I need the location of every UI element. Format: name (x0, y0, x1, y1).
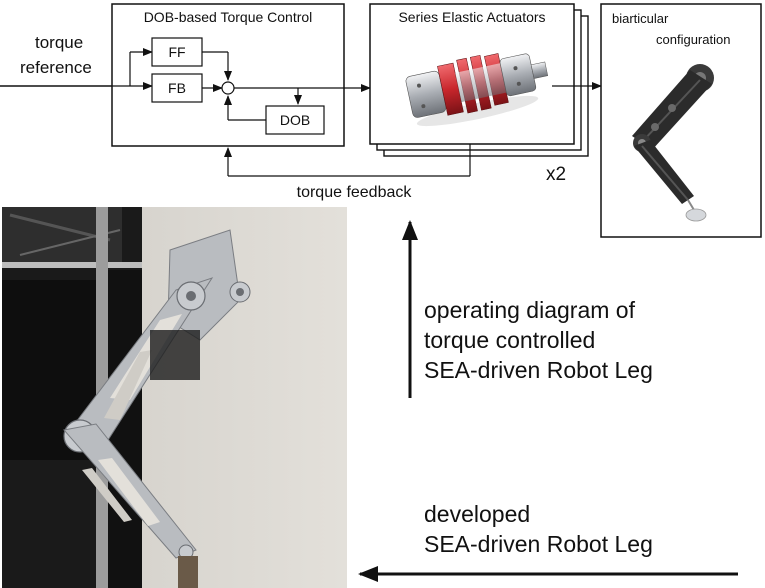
dob-block (265, 105, 325, 135)
config-title-1: biarticular (612, 11, 669, 26)
caption-operating-2: torque controlled (424, 327, 595, 353)
ff-block (151, 37, 203, 67)
ff-label: FF (168, 44, 185, 60)
caption-operating-1: operating diagram of (424, 297, 636, 323)
caption-developed-2: SEA-driven Robot Leg (424, 531, 653, 557)
sea-block-title: Series Elastic Actuators (398, 9, 545, 25)
dob-control-title: DOB-based Torque Control (144, 9, 313, 25)
caption-developed-1: developed (424, 501, 530, 527)
leg-render-illustration (632, 64, 714, 222)
torque-reference-label-2: reference (20, 58, 92, 77)
dob-label: DOB (280, 112, 310, 128)
caption-operating-3: SEA-driven Robot Leg (424, 357, 653, 383)
sea-multiplier: x2 (546, 164, 566, 185)
fb-block (151, 73, 203, 103)
summing-junction (221, 81, 235, 95)
torque-reference-label-1: torque (35, 33, 83, 52)
actuator-illustration (405, 53, 549, 127)
robot-leg-photo (2, 207, 347, 588)
torque-feedback-label: torque feedback (297, 184, 413, 201)
fb-label: FB (168, 80, 186, 96)
config-title-2: configuration (656, 32, 730, 47)
